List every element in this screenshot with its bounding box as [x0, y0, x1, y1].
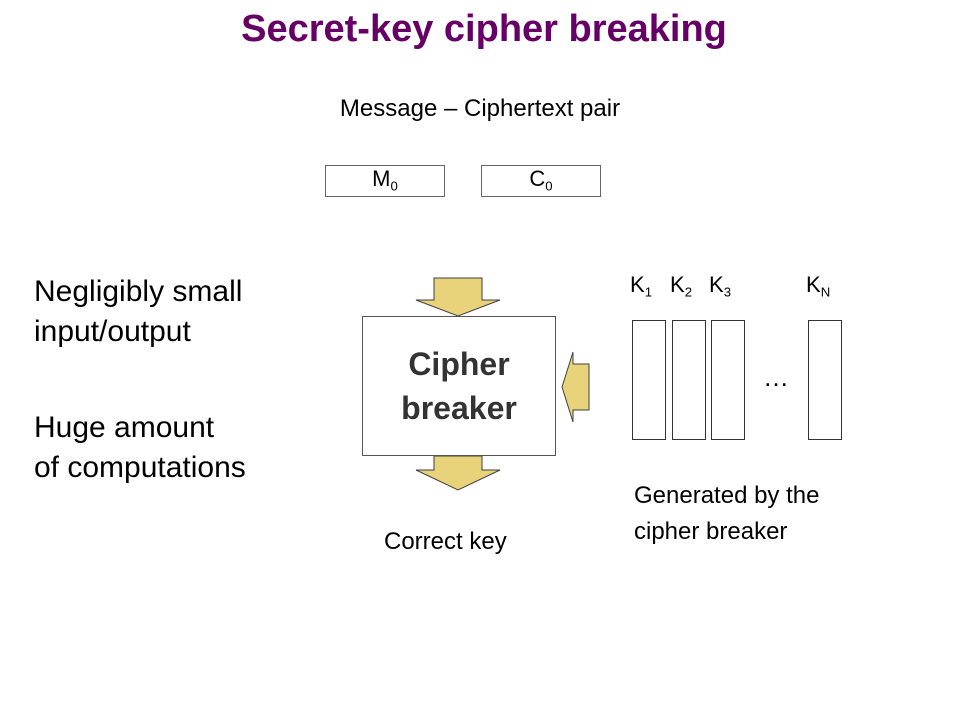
pair-label: Message – Ciphertext pair: [339, 95, 621, 122]
message-symbol: M: [372, 166, 391, 191]
ciphertext-subscript: 0: [545, 178, 553, 194]
key-block-1: [632, 320, 666, 440]
page-title: Secret-key cipher breaking: [241, 8, 727, 50]
key-block-n: [808, 320, 842, 440]
correct-key-label: Correct key: [384, 528, 507, 555]
message-box: M0: [325, 165, 445, 197]
note-line: input/output: [34, 315, 191, 348]
generated-line: Generated by the: [634, 482, 820, 509]
note-block-io: Negligibly small input/output: [34, 272, 242, 352]
output-arrow: [415, 455, 501, 491]
note-block-computation: Huge amount of computations: [34, 408, 246, 488]
key-label-3: K3: [709, 272, 732, 300]
note-line: Negligibly small: [34, 275, 243, 308]
key-block-2: [672, 320, 706, 440]
breaker-line: Cipher: [408, 346, 510, 382]
breaker-line: breaker: [401, 390, 517, 426]
note-line: of computations: [34, 451, 246, 484]
generated-note: Generated by the cipher breaker: [634, 478, 819, 550]
key-feed-arrow: [561, 351, 590, 423]
ellipsis: …: [763, 362, 789, 392]
generated-line: cipher breaker: [634, 518, 788, 545]
key-block-3: [711, 320, 745, 440]
note-line: Huge amount: [34, 411, 215, 444]
ciphertext-box: C0: [481, 165, 601, 197]
input-arrow: [415, 277, 501, 317]
message-subscript: 0: [390, 178, 398, 194]
cipher-breaker-box: Cipher breaker: [362, 316, 556, 456]
key-label-1: K1: [630, 272, 653, 300]
key-label-n: KN: [806, 272, 831, 300]
ciphertext-symbol: C: [529, 166, 546, 191]
key-label-2: K2: [670, 272, 693, 300]
